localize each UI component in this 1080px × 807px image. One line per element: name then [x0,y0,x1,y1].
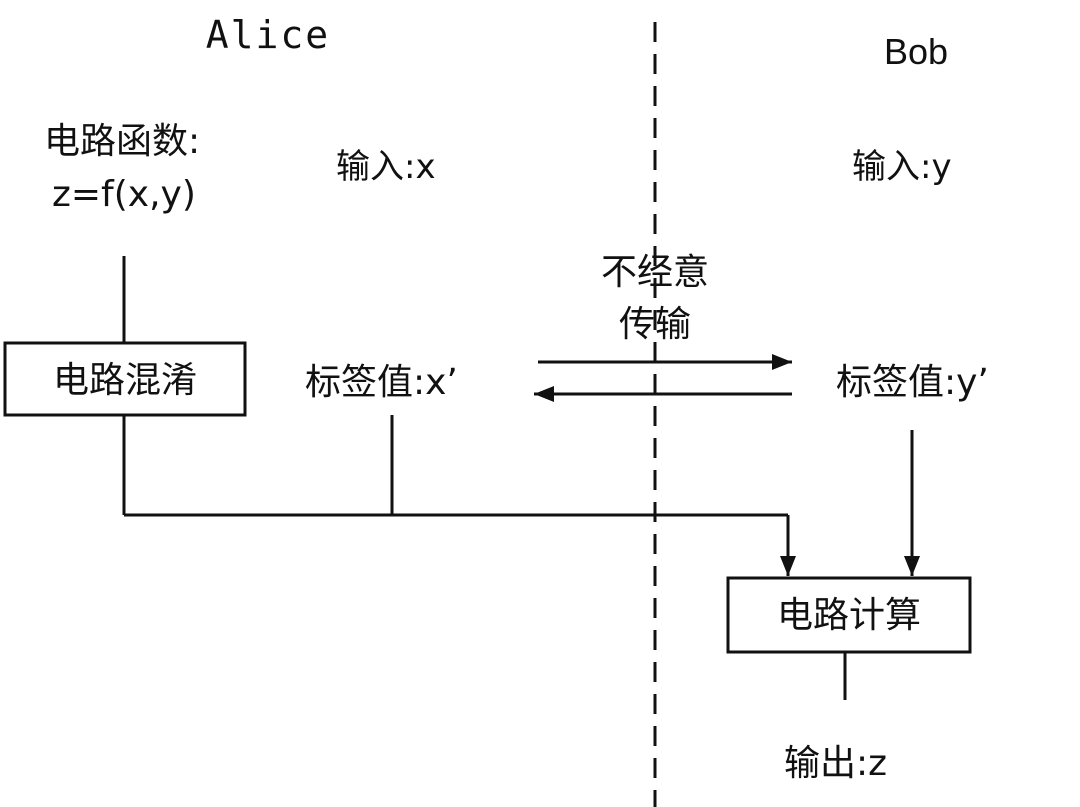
alice-party-label: Alice [206,13,330,57]
circuit-garbling-box [3,341,247,417]
bob-input-label: 输入:y [852,147,952,187]
circuit-evaluation-box-label: 电路计算 [777,595,921,636]
alice-input-label: 输入:x [336,147,436,187]
alice-label-value: 标签值:x’ [305,362,458,403]
output-label: 输出:z [784,743,887,784]
circuit-function-label: 电路函数: [44,121,200,162]
bob-label-value: 标签值:y’ [836,362,989,403]
circuit-garbling-box-label: 电路混淆 [53,360,197,401]
oblivious-transfer-label-line1: 不经意 [601,252,709,293]
circuit-function-expression: z=f(x,y) [52,174,196,215]
oblivious-transfer-label-line2: 传输 [619,304,691,345]
bob-party-label: Bob [884,31,948,72]
circuit-evaluation-box [726,576,972,654]
